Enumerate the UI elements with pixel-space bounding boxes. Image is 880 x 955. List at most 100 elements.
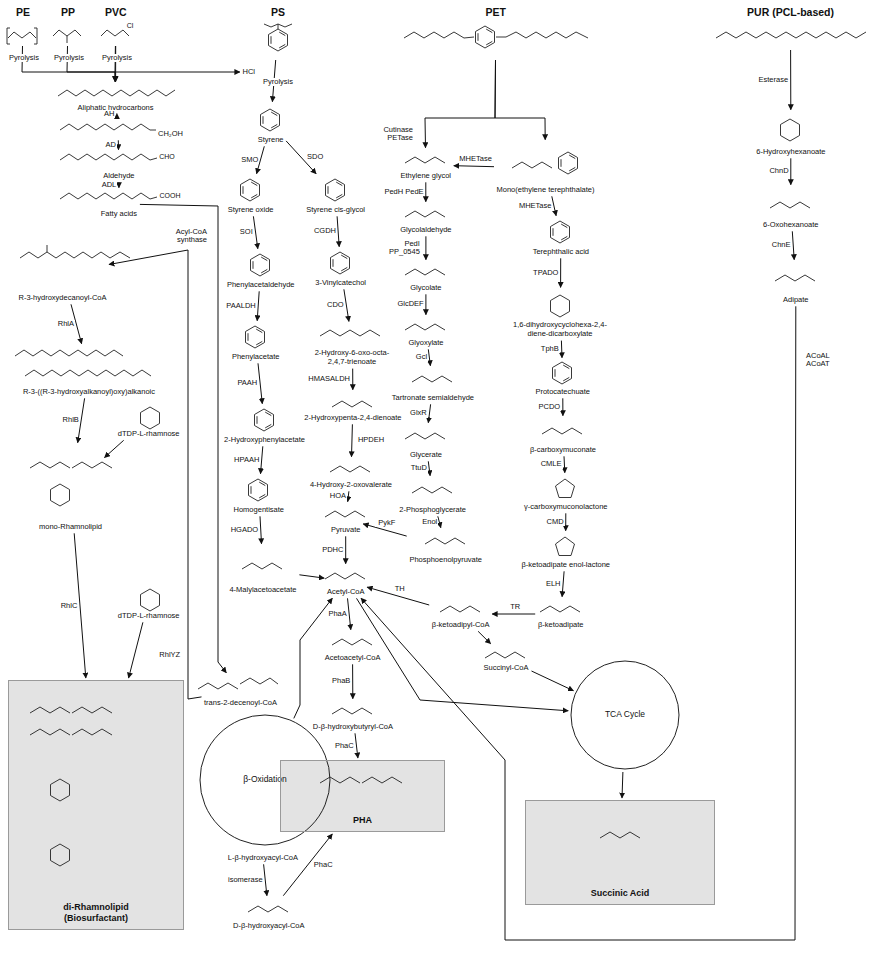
structure-line: [7, 28, 10, 44]
reaction-arrow: [428, 404, 430, 422]
reaction-arrow: [562, 571, 564, 596]
structure-line: [278, 24, 279, 29]
structure-line: [425, 538, 465, 544]
compound-name: mono-Rhamnolipid: [39, 523, 103, 532]
reaction-arrow: [118, 140, 119, 149]
enzyme-label: Pyrolysis: [99, 54, 135, 62]
compound-node: Fatty acids: [100, 190, 138, 219]
compound-node: 1,6-dihydroxycyclohexa-2,4-diene-dicarbo…: [505, 289, 616, 338]
compound-node: γ-carboxymuconolactone: [523, 475, 608, 512]
enzyme-label: HOA: [325, 492, 347, 500]
reaction-arrow: [352, 369, 353, 390]
compound-node: Succinyl-CoA: [482, 646, 529, 673]
compound-name: Acetyl-CoA: [326, 588, 365, 597]
compound-name: 4-Malylacetoacetate: [228, 586, 297, 595]
reaction-arrow: [565, 513, 566, 530]
reaction-arrow: [495, 60, 545, 140]
compound-node: R-3-hydroxydecanoyl-CoA: [18, 244, 107, 303]
polymer-node: PP: [60, 6, 76, 44]
reaction-arrow: [361, 306, 796, 940]
compound-name: CH₂OH: [158, 130, 184, 139]
polymer-name: PVC: [104, 6, 127, 18]
compound-name: Fatty acids: [100, 210, 138, 219]
compound-name: Mono(ethylene terephthalate): [496, 186, 595, 195]
compound-name: TCA Cycle: [605, 710, 645, 720]
enzyme-label: RhlYZ: [155, 651, 181, 659]
compound-node: L-β-hydroxyacyl-CoA: [227, 854, 299, 863]
compound-node: β-ketoadipyl-CoA: [431, 599, 490, 630]
enzyme-label: Pyrolysis: [260, 78, 296, 86]
structure-line: [325, 573, 365, 579]
reaction-arrow: [337, 216, 339, 246]
structure-line: [60, 193, 157, 199]
enzyme-label: ChnE: [768, 241, 792, 249]
structure-line: [404, 32, 474, 38]
structure-line: [240, 678, 278, 684]
compound-name: β-carboxymuconate: [529, 446, 597, 455]
compound-node: D-β-hydroxybutyryl-CoA: [312, 701, 394, 732]
compound-name: 3-Vinylcatechol: [315, 279, 367, 288]
structure-line: [269, 29, 288, 51]
compound-node: Ethylene glycol: [400, 150, 452, 181]
compound-node: Adipate: [782, 262, 809, 305]
compound-node: Glycolaldehyde: [399, 204, 452, 235]
compound-node: Phenylacetaldehyde: [226, 251, 295, 290]
enzyme-label: AH: [99, 110, 115, 118]
compound-node: β-ketoadipate: [537, 599, 584, 630]
enzyme-label: Pyrolysis: [51, 54, 87, 62]
reaction-arrow: [129, 622, 143, 678]
structure-line: [331, 252, 350, 274]
compound-name: Adipate: [782, 296, 809, 305]
enzyme-label: RhlC: [56, 602, 78, 610]
compound-node: dTDP-L-rhamnose: [117, 580, 180, 621]
reaction-arrow: [425, 182, 426, 201]
enzyme-label: TH: [392, 585, 407, 593]
polymer-name: PUR (PCL-based): [747, 6, 835, 18]
compound-name: Glycolaldehyde: [399, 226, 452, 235]
reaction-arrow: [260, 516, 262, 543]
compound-name: HCl: [242, 68, 256, 77]
compound-node: dTDP-L-rhamnose: [117, 398, 180, 439]
structure-line: [60, 124, 156, 130]
compound-name: β-ketoadipate: [537, 621, 584, 630]
compound-name: Styrene cis-glycol: [306, 206, 366, 215]
compound-name: 1,6-dihydroxycyclohexa-2,4-diene-dicarbo…: [505, 321, 615, 338]
structure-line: [51, 844, 70, 866]
compound-name: Glycerate: [409, 451, 443, 460]
structure-line: [325, 511, 365, 517]
compound-name: 2-Hydroxypenta-2,4-dienoate: [303, 414, 402, 423]
structure-line: [512, 162, 552, 168]
compound-name: D-β-hydroxyacyl-CoA: [232, 922, 305, 931]
structure-line: [25, 370, 151, 376]
compound-name: Glyoxylate: [407, 339, 444, 348]
compound-node: Phenylacetate: [231, 323, 280, 362]
structure-line: [496, 32, 588, 38]
reaction-arrow: [67, 46, 115, 82]
compound-name: Styrene oxide: [227, 206, 274, 215]
structure-line: [67, 36, 68, 43]
compound-name: Succinic Acid: [591, 888, 650, 898]
compound-node: Acetyl-CoA: [326, 566, 365, 597]
compound-node: Acetoacetyl-CoA: [324, 632, 381, 663]
compound-name: Protocatechuate: [535, 388, 591, 397]
compound-node: Phosphoenolpyruvate: [409, 530, 483, 565]
structure-line: [556, 537, 575, 556]
enzyme-label: Acyl-CoA synthase: [160, 228, 208, 245]
enzyme-label: PhaB: [327, 677, 351, 685]
structure-line: [405, 433, 445, 439]
compound-name: Aldehyde: [102, 172, 135, 181]
enzyme-label: SMO: [236, 156, 259, 164]
compound-name: L-β-hydroxyacyl-CoA: [227, 854, 299, 863]
compound-node: Homogentisate: [233, 476, 285, 515]
enzyme-label: PedI PP_0545: [373, 240, 421, 257]
compound-node: mono-Rhamnolipid: [39, 445, 103, 532]
compound-node: CH₂OH: [53, 116, 184, 139]
compound-node: Styrene cis-glycol: [306, 176, 366, 215]
enzyme-label: Esterase: [754, 76, 789, 84]
enzyme-label: CDO: [323, 301, 345, 309]
compound-node: Pyruvate: [330, 504, 361, 535]
structure-line: [249, 479, 268, 501]
structure-line: [412, 487, 452, 493]
reaction-arrow: [22, 46, 115, 82]
